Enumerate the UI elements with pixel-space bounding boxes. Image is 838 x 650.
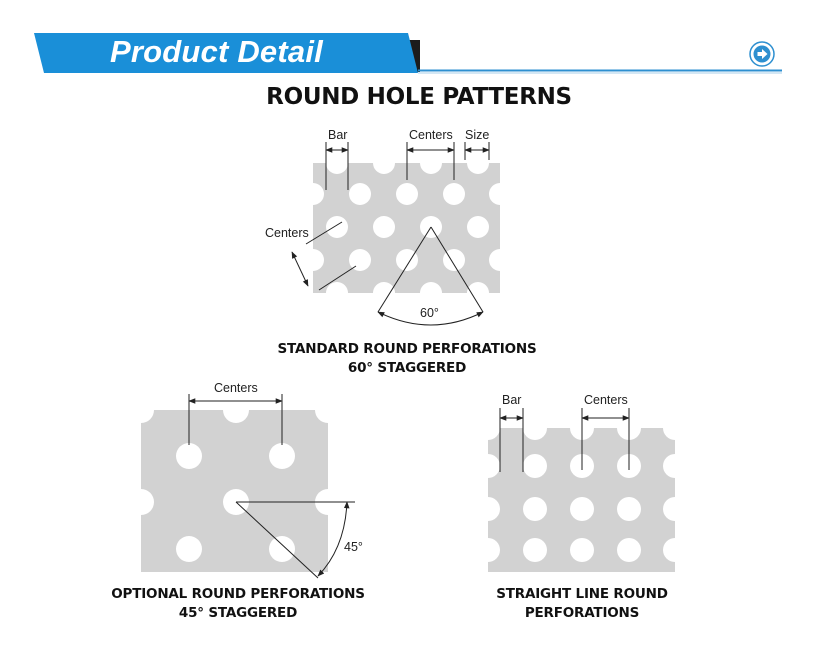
hole: [523, 538, 547, 562]
caption-line: STANDARD ROUND PERFORATIONS: [277, 341, 537, 357]
size-label: Size: [465, 128, 489, 142]
hole: [326, 216, 348, 238]
hole: [396, 249, 418, 271]
hole: [269, 536, 295, 562]
hole: [663, 538, 687, 562]
hole: [476, 416, 500, 440]
hole: [663, 454, 687, 478]
hole-group: [128, 397, 341, 562]
hole: [326, 282, 348, 304]
hole: [489, 249, 511, 271]
hole: [570, 497, 594, 521]
caption-line: STRAIGHT LINE ROUND: [496, 586, 668, 602]
angle-label: 60°: [420, 306, 439, 320]
hole: [617, 416, 641, 440]
hole: [570, 538, 594, 562]
hole: [570, 454, 594, 478]
hole: [315, 489, 341, 515]
hole: [443, 183, 465, 205]
hole: [315, 397, 341, 423]
caption-straight-line: STRAIGHT LINE ROUND PERFORATIONS: [450, 585, 714, 623]
hole: [373, 152, 395, 174]
hole: [617, 538, 641, 562]
banner-title: Product Detail: [110, 34, 323, 69]
bar-label: Bar: [328, 128, 347, 142]
dimension-lines: [291, 142, 490, 326]
caption-line: PERFORATIONS: [524, 605, 640, 621]
centers-label: Centers: [214, 381, 258, 395]
caption-60-staggered: STANDARD ROUND PERFORATIONS 60° STAGGERE…: [250, 340, 564, 378]
caption-line: OPTIONAL ROUND PERFORATIONS: [111, 586, 365, 602]
hole: [269, 443, 295, 469]
hole: [420, 282, 442, 304]
hole: [420, 152, 442, 174]
hole: [373, 216, 395, 238]
perforated-plate: [141, 410, 328, 572]
hole: [570, 416, 594, 440]
arrow-right-circle-icon[interactable]: [748, 40, 776, 68]
dimension-lines: [499, 408, 630, 472]
hole: [326, 152, 348, 174]
hole: [128, 489, 154, 515]
banner-shape: [34, 33, 418, 73]
page-title: ROUND HOLE PATTERNS: [266, 84, 572, 110]
bar-label: Bar: [502, 393, 521, 407]
hole: [523, 416, 547, 440]
hole: [396, 183, 418, 205]
hole: [302, 249, 324, 271]
centers-label: Centers: [409, 128, 453, 142]
hole: [176, 536, 202, 562]
hole: [523, 454, 547, 478]
hole: [523, 497, 547, 521]
hole: [489, 183, 511, 205]
hole-group: [476, 416, 687, 562]
centers-label: Centers: [584, 393, 628, 407]
hole: [302, 183, 324, 205]
hole: [467, 282, 489, 304]
hole: [420, 216, 442, 238]
caption-line: 45° STAGGERED: [178, 605, 298, 621]
caption-45-staggered: OPTIONAL ROUND PERFORATIONS 45° STAGGERE…: [90, 585, 386, 623]
caption-line: 60° STAGGERED: [347, 360, 467, 376]
angle-label: 45°: [344, 540, 363, 554]
dimension-lines: [188, 394, 355, 579]
hole: [373, 282, 395, 304]
hole: [617, 497, 641, 521]
hole: [349, 183, 371, 205]
hole: [476, 454, 500, 478]
hole: [443, 249, 465, 271]
hole: [476, 497, 500, 521]
hole: [223, 397, 249, 423]
hole: [176, 443, 202, 469]
hole: [663, 416, 687, 440]
hole: [467, 216, 489, 238]
hole: [128, 397, 154, 423]
hole-group: [302, 152, 511, 304]
hole: [663, 497, 687, 521]
hole: [223, 489, 249, 515]
hole: [349, 249, 371, 271]
perforated-plate: [313, 163, 500, 293]
hole: [467, 152, 489, 174]
hole: [617, 454, 641, 478]
centers-side-label: Centers: [265, 226, 309, 240]
hole: [476, 538, 500, 562]
perforated-plate: [488, 428, 675, 572]
banner-graphic: [34, 33, 782, 74]
header-banner: Product Detail: [0, 0, 838, 80]
